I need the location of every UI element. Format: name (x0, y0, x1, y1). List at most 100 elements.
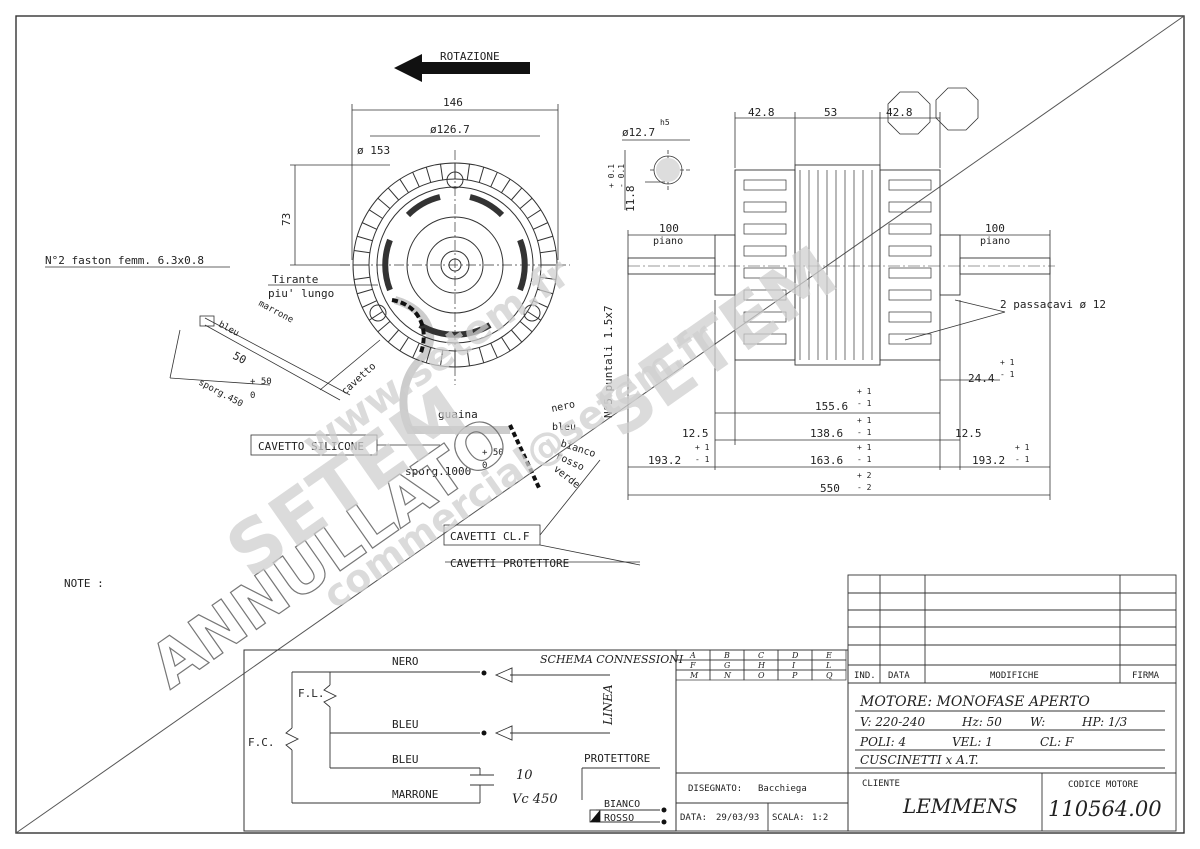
cooling-fin (490, 172, 498, 187)
cooling-fin (533, 300, 548, 308)
cooling-fin (368, 311, 383, 321)
tol-24-p: + 1 (1000, 358, 1015, 367)
cooling-fin (387, 329, 400, 343)
cooling-fin (540, 249, 557, 254)
wire-bundle (393, 296, 510, 434)
lamination-bar (743, 333, 787, 345)
terminal-dot-3 (661, 807, 667, 813)
tb-scala: 1:2 (812, 813, 828, 823)
cooling-fin (519, 320, 533, 333)
wire-marrone-label: marrone (257, 299, 295, 326)
lamination-bar (888, 201, 932, 213)
lamination-bar (888, 333, 932, 345)
tol-138-m: - 1 (857, 428, 872, 437)
lamination-bar (888, 223, 932, 235)
cooling-fin (387, 187, 400, 201)
tol-155-p: + 1 (857, 387, 872, 396)
tb-data-label: DATA: (680, 813, 707, 823)
lamination-bar (743, 245, 787, 257)
cooling-fin (425, 166, 432, 183)
tol-138-p: + 1 (857, 416, 872, 425)
tb-ind: IND. (854, 671, 876, 681)
tb-poli: POLI: 4 (859, 735, 906, 749)
twisted-wires (508, 424, 542, 491)
grid-letter: L (825, 661, 831, 670)
dim-153: ø 153 (357, 144, 390, 157)
tb-cliente-label: CLIENTE (862, 779, 900, 789)
tol-163-p: + 1 (857, 443, 872, 452)
cooling-fin (478, 166, 485, 183)
dim-193-2-b: 193.2 (972, 454, 1005, 467)
dim-12-5-b: 12.5 (955, 427, 982, 440)
lamination-bar (743, 179, 787, 191)
shaft-dim: ø12.7 (622, 126, 655, 139)
lamination-bar (888, 289, 932, 301)
lamination-bar (888, 179, 932, 191)
front-dim-lines (290, 104, 559, 266)
tb-w: W: (1030, 715, 1045, 729)
black-wire (391, 298, 426, 356)
cooling-fin (368, 209, 383, 219)
tol-24-m: - 1 (1000, 370, 1015, 379)
cooling-fin (399, 337, 409, 352)
dim-126: ø126.7 (430, 123, 470, 136)
dim-193-2-a: 193.2 (648, 454, 681, 467)
title-block-frame (675, 574, 1177, 832)
cooling-fin (510, 329, 523, 343)
shaft-h5: h5 (660, 118, 670, 127)
tol-0-a: 0 (250, 391, 255, 401)
cooling-fin (425, 347, 432, 364)
schema-bianco: BIANCO (604, 799, 640, 810)
tol-m01: - 0.1 (617, 164, 626, 188)
cooling-fin (356, 288, 373, 295)
tb-codice: 110564.00 (1048, 797, 1162, 821)
grid-letter: A (689, 651, 696, 660)
lamination-bar (743, 223, 787, 235)
shaft-hatch (656, 158, 680, 182)
note-label: NOTE : (64, 577, 104, 590)
cooling-fin (353, 249, 370, 254)
lamination-bar (888, 311, 932, 323)
faston-label: N°2 faston femm. 6.3x0.8 (45, 254, 204, 267)
grid-letter: G (724, 661, 731, 670)
tb-modifiche: MODIFICHE (990, 671, 1039, 681)
tb-data-value: 29/03/93 (716, 813, 759, 823)
cooling-fin (540, 276, 557, 281)
schema-protettore: PROTETTORE (584, 752, 650, 765)
dim-42-8-a: 42.8 (748, 106, 775, 119)
cooling-fin (537, 235, 554, 242)
lamination-bar (888, 267, 932, 279)
tol-p50-a: + 50 (250, 377, 272, 387)
tol-550-m: - 2 (857, 483, 872, 492)
tb-codice-label: CODICE MOTORE (1068, 780, 1138, 790)
cooling-fins (353, 163, 557, 367)
dim-42-8-b: 42.8 (886, 106, 913, 119)
grid-letter: O (758, 671, 765, 680)
tb-scala-label: SCALA: (772, 813, 805, 823)
tb-motore: MOTORE: MONOFASE APERTO (859, 694, 1090, 710)
dim-163-6: 163.6 (810, 454, 843, 467)
schema-bleu-2: BLEU (392, 753, 419, 766)
schema-marrone: MARRONE (392, 788, 438, 801)
cooling-fin (362, 222, 377, 230)
side-lamination-bars (743, 170, 932, 360)
cooling-fin (527, 209, 542, 219)
tol-p01: + 0.1 (607, 164, 616, 188)
cooling-fin (478, 347, 485, 364)
grid-letter: Q (826, 671, 833, 680)
cooling-fin (353, 276, 370, 281)
tb-hz: Hz: 50 (961, 715, 1002, 729)
lamination-bar (743, 289, 787, 301)
lamination-bar (888, 245, 932, 257)
schema-linea: LINEA (601, 684, 615, 726)
grid-letter: F (689, 661, 696, 670)
cooling-fin (399, 178, 409, 193)
schema-cap-value: 10 (516, 768, 533, 783)
tb-disegnato: Bacchiega (758, 784, 807, 794)
label-boxes (250, 434, 641, 566)
tb-hp: HP: 1/3 (1081, 715, 1128, 729)
cooling-fin (356, 235, 373, 242)
dim-100-b: 100 (985, 222, 1005, 235)
passacavi-label: 2 passacavi ø 12 (1000, 298, 1106, 311)
